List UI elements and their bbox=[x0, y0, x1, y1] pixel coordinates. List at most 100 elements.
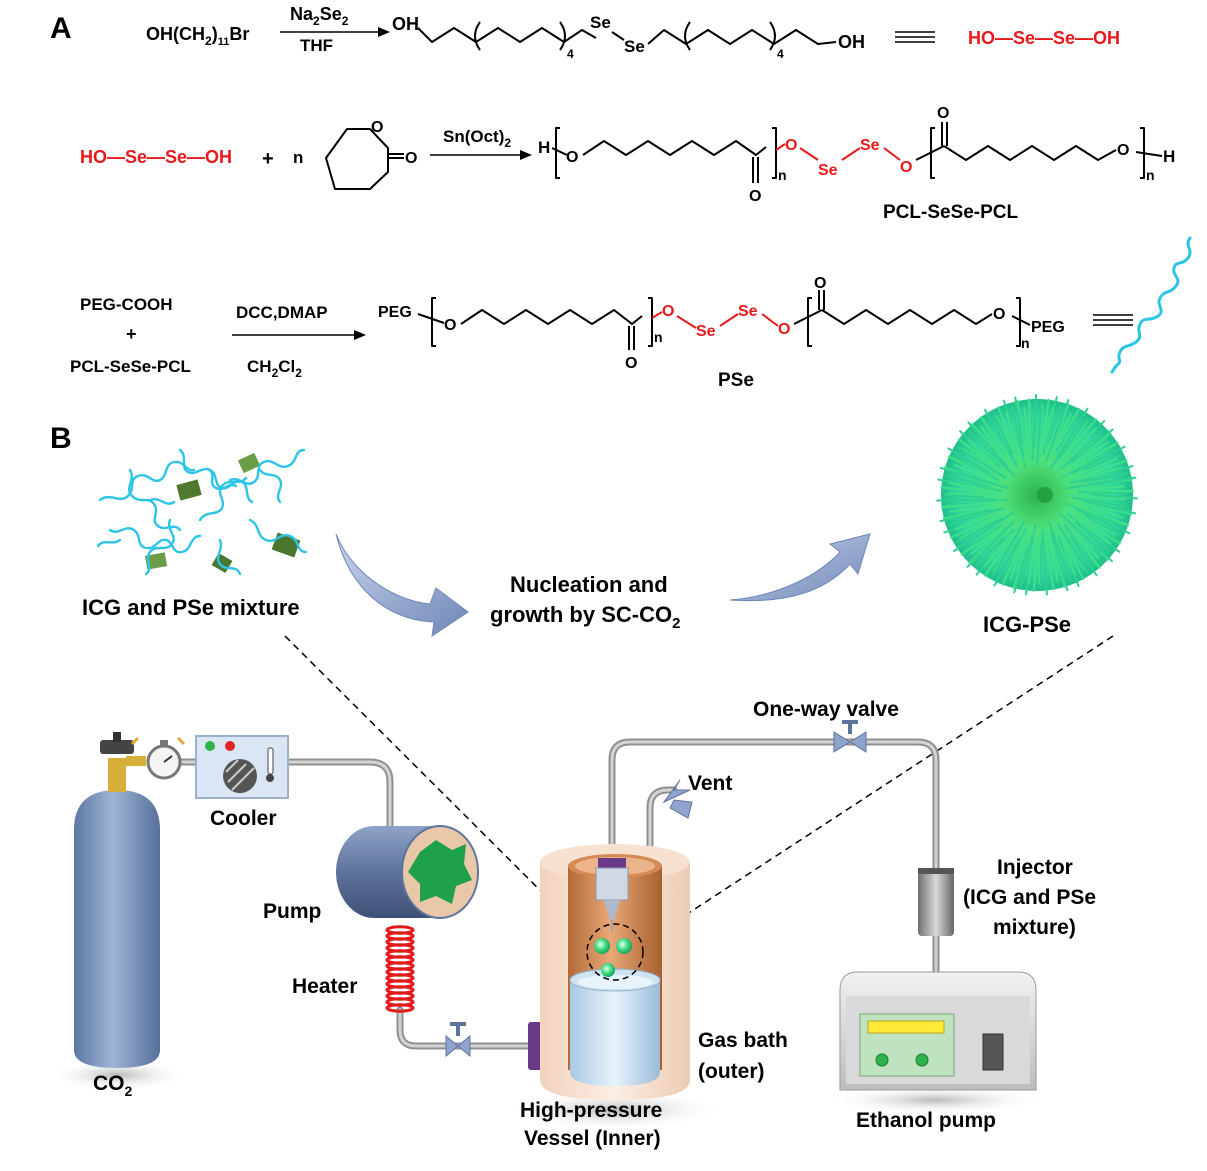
row2-o4: O bbox=[1117, 142, 1129, 159]
nanoparticle-spike bbox=[953, 463, 1004, 486]
nanoparticle-spike bbox=[983, 534, 1012, 567]
nanoparticle-spike bbox=[1041, 529, 1048, 596]
nanoparticle-spike bbox=[957, 438, 1003, 474]
nanoparticle-spike bbox=[948, 481, 997, 493]
row2-o2: O bbox=[785, 137, 797, 154]
nanoparticle-spike bbox=[993, 538, 1020, 587]
row2-product-name: PCL-SeSe-PCL bbox=[883, 202, 1019, 223]
row1-sub4-right: 4 bbox=[777, 47, 784, 61]
row1-reactant-sub11: 11 bbox=[218, 36, 230, 48]
nanoparticle-spike bbox=[1036, 402, 1043, 466]
nanoparticle-spike bbox=[1066, 494, 1126, 501]
svg-text:CO2: CO2 bbox=[93, 1072, 133, 1099]
nanoparticle-spike bbox=[1047, 405, 1062, 444]
row2-n-left: n bbox=[778, 167, 787, 183]
nanoparticle-spike bbox=[1014, 396, 1024, 444]
vent-label: Vent bbox=[688, 772, 732, 795]
icg-pse-nanoparticle-icon bbox=[936, 394, 1138, 596]
nanoparticle-spike bbox=[1045, 399, 1070, 462]
row3-reagent-cl: Cl bbox=[278, 357, 295, 376]
row3-o3: O bbox=[778, 321, 790, 338]
nanoparticle-spike bbox=[1063, 418, 1098, 457]
row1-short-formula: HO—Se—Se—OH bbox=[968, 28, 1120, 48]
nanoparticle-spike bbox=[952, 456, 999, 481]
row1-reagent-na-sub: 2 bbox=[313, 14, 320, 28]
nanoparticle-spike bbox=[1013, 547, 1029, 594]
nanoparticle-spike bbox=[1083, 454, 1122, 471]
gas-bath-line1: Gas bath bbox=[698, 1029, 788, 1052]
nanoparticle-spike bbox=[1050, 533, 1069, 592]
row2-reagent-sub: 2 bbox=[504, 136, 511, 150]
piping bbox=[174, 738, 940, 1050]
row3-peg-left: PEG bbox=[378, 304, 412, 321]
nanoparticle-spike bbox=[992, 412, 1014, 455]
row3-reactant2: PCL-SeSe-PCL bbox=[70, 357, 191, 376]
nanoparticle-spike bbox=[1082, 472, 1128, 483]
row3-plus: + bbox=[126, 324, 137, 344]
one-way-valve-label: One-way valve bbox=[753, 698, 899, 721]
row3-equivalence bbox=[1093, 314, 1133, 326]
pse-polymer-icon bbox=[1110, 236, 1192, 374]
row3-reaction-arrow: DCC,DMAP CH2Cl2 bbox=[232, 303, 366, 380]
nanoparticle-spike bbox=[1061, 541, 1076, 576]
vessel-label-line1: High-pressure bbox=[520, 1099, 662, 1122]
row1-sub4-left: 4 bbox=[567, 47, 574, 61]
nanoparticle-spike bbox=[1016, 399, 1026, 450]
left-process-arrow bbox=[335, 533, 469, 638]
row3-reagent-cl-sub: 2 bbox=[295, 366, 302, 380]
row1-product-se1: Se bbox=[590, 13, 611, 32]
nanoparticle-spike bbox=[1075, 508, 1131, 535]
nanoparticle-spike bbox=[937, 478, 1003, 493]
nanoparticle-spike bbox=[1020, 535, 1033, 587]
svg-text:CH2Cl2: CH2Cl2 bbox=[247, 357, 302, 380]
nanoparticle-spike bbox=[1078, 457, 1119, 474]
injector-line2: (ICG and PSe bbox=[963, 886, 1096, 909]
row1-reactant-chain: (CH bbox=[173, 24, 205, 44]
nanoparticle-spike bbox=[967, 438, 995, 465]
nanoparticle-spike bbox=[968, 431, 1016, 477]
heater-coil-turn bbox=[385, 1003, 415, 1013]
nanoparticle-spike bbox=[1088, 505, 1124, 519]
row2-reaction-arrow: Sn(Oct)2 bbox=[430, 127, 532, 160]
row3-reagent-ch: CH bbox=[247, 357, 272, 376]
nanoparticle-spike bbox=[976, 536, 1005, 566]
injector-line1: Injector bbox=[997, 856, 1073, 879]
process-sub: 2 bbox=[672, 615, 680, 632]
nanoparticle-spike bbox=[971, 423, 1013, 471]
nanoparticle-spike bbox=[1009, 523, 1031, 580]
nanoparticle-spike bbox=[956, 517, 1003, 543]
nanoparticle-spike bbox=[1064, 524, 1098, 567]
row1-reactant: OH(CH2)11Br bbox=[146, 24, 249, 48]
row2-se2: Se bbox=[860, 137, 880, 154]
nanoparticle-spike bbox=[962, 525, 1002, 552]
nanoparticle-spike bbox=[949, 517, 997, 539]
svg-text:growth by SC-CO2: growth by SC-CO2 bbox=[490, 602, 680, 632]
nanoparticle-spike bbox=[947, 447, 990, 474]
vent-valve-icon bbox=[662, 779, 693, 819]
row1-product-structure: OH 4 Se Se 4 OH bbox=[392, 13, 865, 61]
nanoparticle-spike bbox=[939, 508, 993, 523]
nanoparticle-spike bbox=[1048, 521, 1072, 582]
nanoparticle-spike bbox=[1001, 528, 1027, 582]
nanoparticle-spike bbox=[1048, 527, 1066, 588]
nanoparticle-spike bbox=[947, 455, 994, 480]
row2-o3: O bbox=[900, 159, 912, 176]
nanoparticle-spike bbox=[1077, 500, 1133, 516]
row3-carbonyl-left: O bbox=[625, 355, 637, 372]
row3-o4: O bbox=[993, 306, 1005, 323]
co2-cylinder-icon bbox=[48, 732, 188, 1091]
co2-sub: 2 bbox=[125, 1083, 133, 1099]
svg-text:Sn(Oct)2: Sn(Oct)2 bbox=[443, 127, 511, 150]
svg-text:Na2Se2: Na2Se2 bbox=[290, 4, 349, 28]
nanoparticle-spike bbox=[1038, 398, 1050, 461]
row1-equivalence bbox=[895, 31, 935, 43]
row2-o1: O bbox=[566, 149, 578, 166]
nanoparticle-spike bbox=[983, 408, 1018, 467]
nanoparticle-spike bbox=[1053, 518, 1085, 571]
nanoparticle-spike bbox=[997, 406, 1014, 448]
nanoparticle-spike bbox=[939, 466, 1009, 490]
nanoparticle-spike bbox=[948, 492, 991, 498]
nanoparticle-spike bbox=[1012, 541, 1029, 590]
heater-label: Heater bbox=[292, 975, 357, 998]
one-way-valve-icon bbox=[833, 720, 867, 753]
